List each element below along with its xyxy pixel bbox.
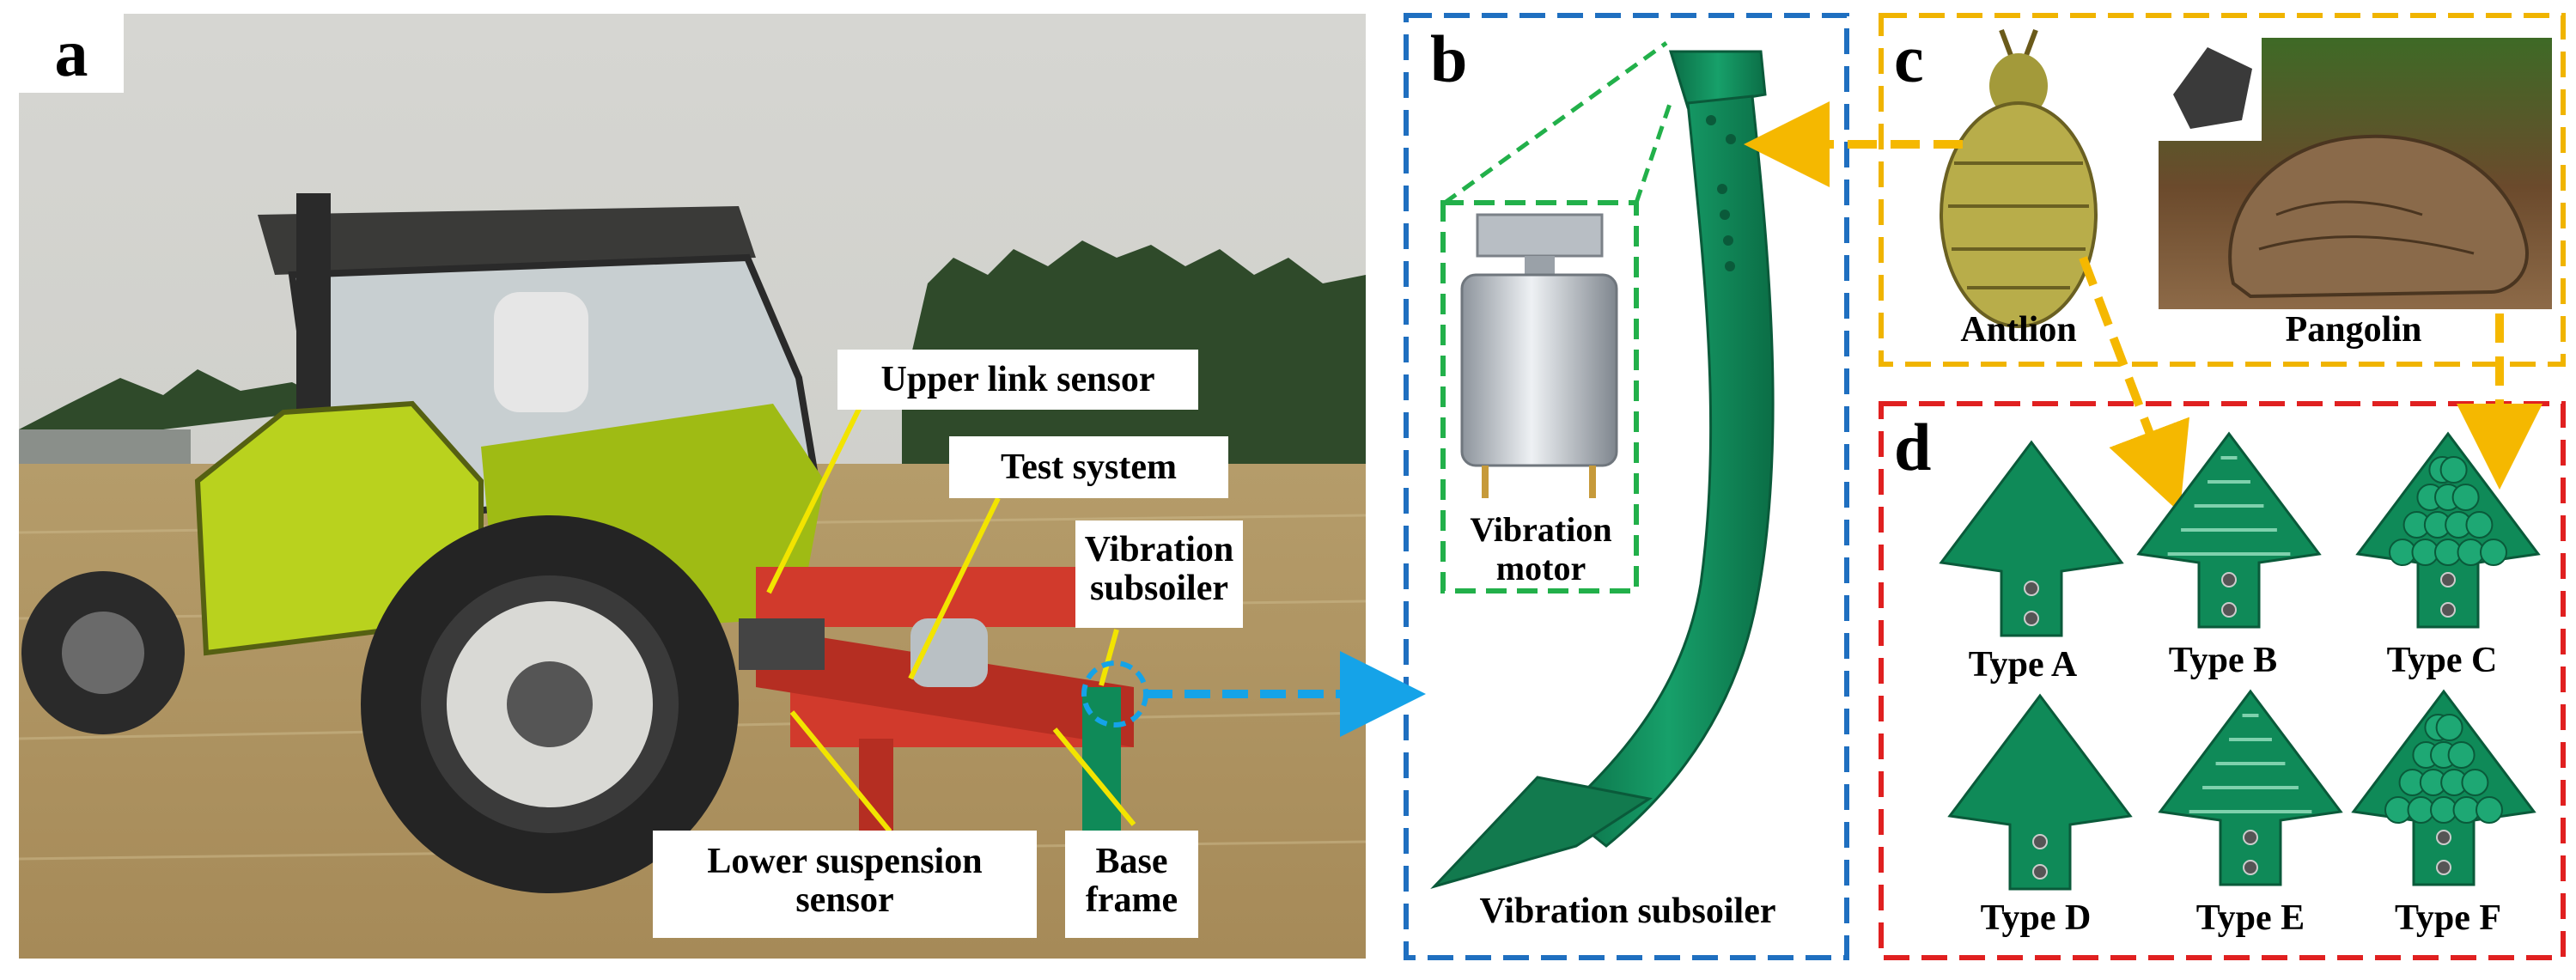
tip-type-b-icon xyxy=(2136,431,2322,629)
caption-type-d: Type D xyxy=(1980,898,2092,938)
arrow-antlion-to-type-b xyxy=(2079,256,2189,513)
caption-vibration-motor: Vibration motor xyxy=(1446,510,1635,588)
caption-type-a: Type A xyxy=(1968,645,2078,685)
subsoiler-tip-icon xyxy=(1430,776,1653,889)
tip-type-c-icon xyxy=(2355,431,2541,629)
caption-pangolin: Pangolin xyxy=(2285,310,2422,350)
panel-c-frame xyxy=(1879,13,2566,367)
caption-type-b: Type B xyxy=(2168,641,2278,680)
label-lower-suspension-line-1: Lower suspension xyxy=(707,842,983,881)
panel-c-bionics xyxy=(1744,28,2552,513)
tip-type-e-icon xyxy=(2158,689,2343,886)
antlion-icon xyxy=(1940,28,2098,328)
panel-letter-c: c xyxy=(1894,21,1924,96)
tip-type-a-icon xyxy=(1939,440,2124,637)
panel-b-frame xyxy=(1404,13,1849,960)
label-base-frame-line-1: Base xyxy=(1095,842,1168,881)
caption-vibration-motor-line-2: motor xyxy=(1495,548,1586,587)
vibration-motor-icon xyxy=(1460,213,1618,498)
label-lower-suspension-sensor: Lower suspension sensor xyxy=(653,831,1037,938)
panel-letter-d: d xyxy=(1894,410,1932,484)
caption-type-f: Type F xyxy=(2394,898,2502,938)
tip-type-d-icon xyxy=(1947,693,2133,891)
label-vibration-subsoiler: Vibration subsoiler xyxy=(1075,520,1243,628)
label-base-frame: Base frame xyxy=(1065,831,1198,938)
tip-type-f-icon xyxy=(2351,689,2536,886)
label-test-system: Test system xyxy=(949,436,1228,498)
panel-d-tips xyxy=(1939,431,2541,891)
panel-letter-b: b xyxy=(1430,21,1468,96)
caption-antlion: Antlion xyxy=(1960,310,2077,350)
panel-d-frame xyxy=(1879,401,2566,960)
caption-type-e: Type E xyxy=(2195,898,2305,938)
label-upper-link-sensor: Upper link sensor xyxy=(837,350,1198,410)
subsoiler-frame xyxy=(739,567,1134,833)
label-base-frame-line-2: frame xyxy=(1085,880,1178,921)
label-vibration-subsoiler-line-2: subsoiler xyxy=(1089,569,1229,609)
driver xyxy=(494,292,588,412)
pangolin-scale-icon xyxy=(2173,47,2252,129)
callout-lines xyxy=(766,399,1136,833)
label-lower-suspension-line-2: sensor xyxy=(795,880,894,921)
panel-b-subsoiler xyxy=(1430,40,1775,889)
caption-vibration-subsoiler: Vibration subsoiler xyxy=(1479,892,1776,931)
pangolin-photo xyxy=(2159,38,2552,309)
subsoiler-highlight-circle xyxy=(1081,660,1148,727)
panel-letter-a: a xyxy=(19,14,124,93)
caption-type-c: Type C xyxy=(2386,641,2498,680)
tractor xyxy=(21,193,825,893)
caption-vibration-motor-line-1: Vibration xyxy=(1470,510,1612,549)
subsoiler-shank-icon xyxy=(1430,50,1775,889)
motor-zoom-frame xyxy=(1440,200,1639,593)
label-vibration-subsoiler-line-1: Vibration xyxy=(1084,530,1234,569)
